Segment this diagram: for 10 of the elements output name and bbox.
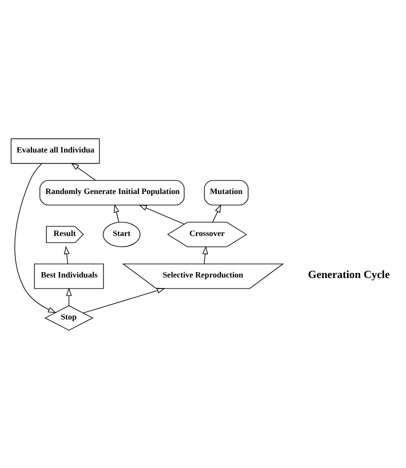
- arrow: [70, 162, 96, 180]
- arrow: [212, 204, 222, 222]
- arrow: [114, 204, 120, 222]
- arrow: [14, 162, 56, 313]
- label: Generation Cycle: [308, 268, 390, 281]
- arrow: [202, 245, 208, 264]
- arrow: [66, 287, 72, 306]
- arrow: [138, 204, 184, 224]
- arrow: [64, 245, 70, 264]
- arrow: [82, 287, 166, 313]
